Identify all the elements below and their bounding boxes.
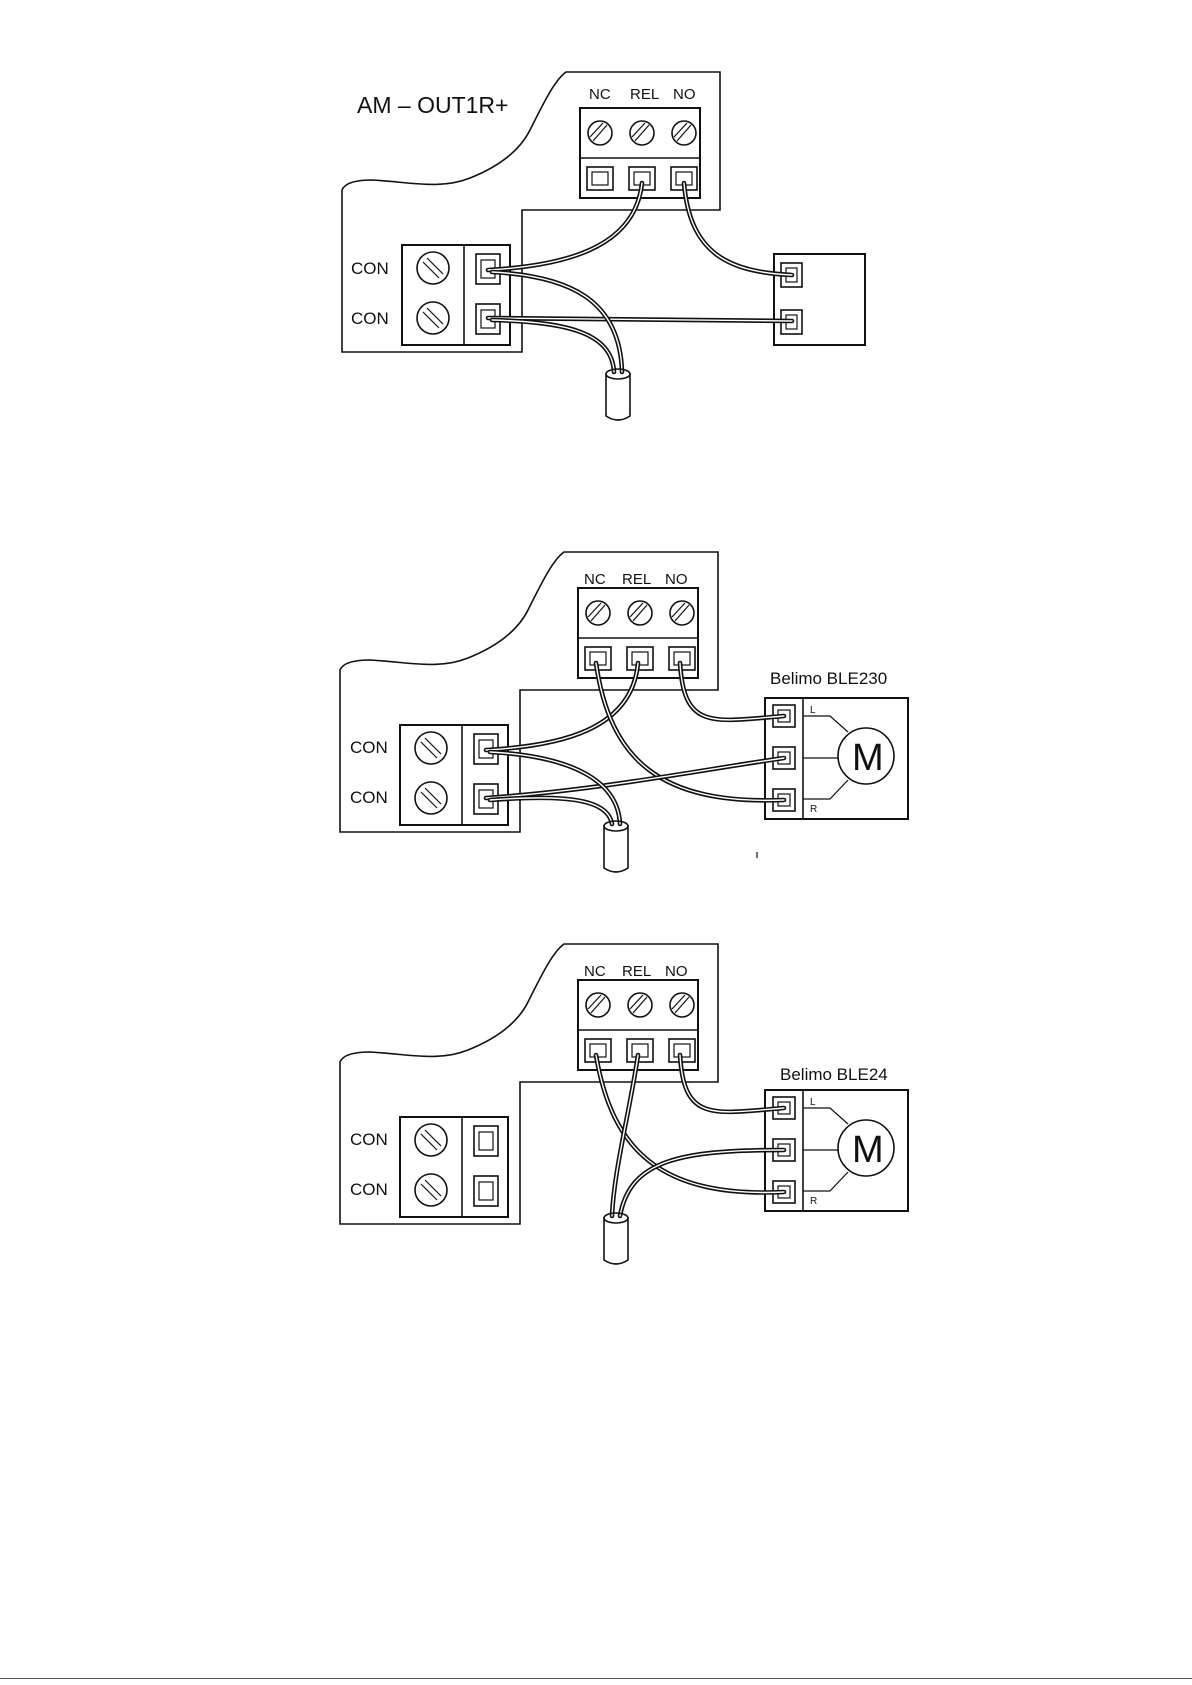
terminal-label-rel: REL — [622, 963, 651, 980]
actuator-ble230 — [765, 698, 908, 819]
cable-sheath — [604, 821, 628, 872]
cable-sheath — [604, 1213, 628, 1264]
wires — [596, 1055, 784, 1216]
terminal-label-rel: REL — [630, 86, 659, 103]
terminal-r-label: R — [810, 1196, 817, 1207]
actuator-name: Belimo BLE24 — [780, 1065, 888, 1084]
terminal-label-nc: NC — [589, 86, 611, 103]
con-label-1: CON — [350, 1130, 388, 1149]
con-terminal-block — [400, 1117, 508, 1217]
terminal-label-no: NO — [665, 963, 688, 980]
external-device — [774, 254, 865, 345]
con-label-2: CON — [350, 788, 388, 807]
actuator-ble24 — [765, 1090, 908, 1211]
terminal-r-label: R — [810, 804, 817, 815]
con-terminal-block — [402, 245, 510, 345]
page-bottom-rule — [0, 1678, 1192, 1679]
diagram-title: AM – OUT1R+ — [357, 92, 508, 118]
diagram-3: NC REL NO CON CON Belimo BLE24 M L R — [340, 944, 908, 1264]
terminal-label-no: NO — [673, 86, 696, 103]
actuator-name: Belimo BLE230 — [770, 669, 887, 688]
motor-symbol: M — [852, 737, 884, 779]
cable-sheath — [606, 369, 630, 420]
wires — [488, 183, 792, 372]
diagram-2: NC REL NO CON CON Belimo BLE230 M L R — [340, 552, 908, 872]
diagram-1: AM – OUT1R+ NC REL NO CON CON — [342, 72, 865, 420]
con-label-1: CON — [351, 259, 389, 278]
terminal-label-nc: NC — [584, 963, 606, 980]
terminal-label-nc: NC — [584, 571, 606, 588]
con-label-2: CON — [350, 1180, 388, 1199]
terminal-label-no: NO — [665, 571, 688, 588]
con-label-1: CON — [350, 738, 388, 757]
wires — [486, 663, 784, 824]
motor-symbol: M — [852, 1129, 884, 1171]
terminal-l-label: L — [810, 1097, 816, 1108]
con-terminal-block — [400, 725, 508, 825]
con-label-2: CON — [351, 309, 389, 328]
terminal-l-label: L — [810, 705, 816, 716]
terminal-label-rel: REL — [622, 571, 651, 588]
